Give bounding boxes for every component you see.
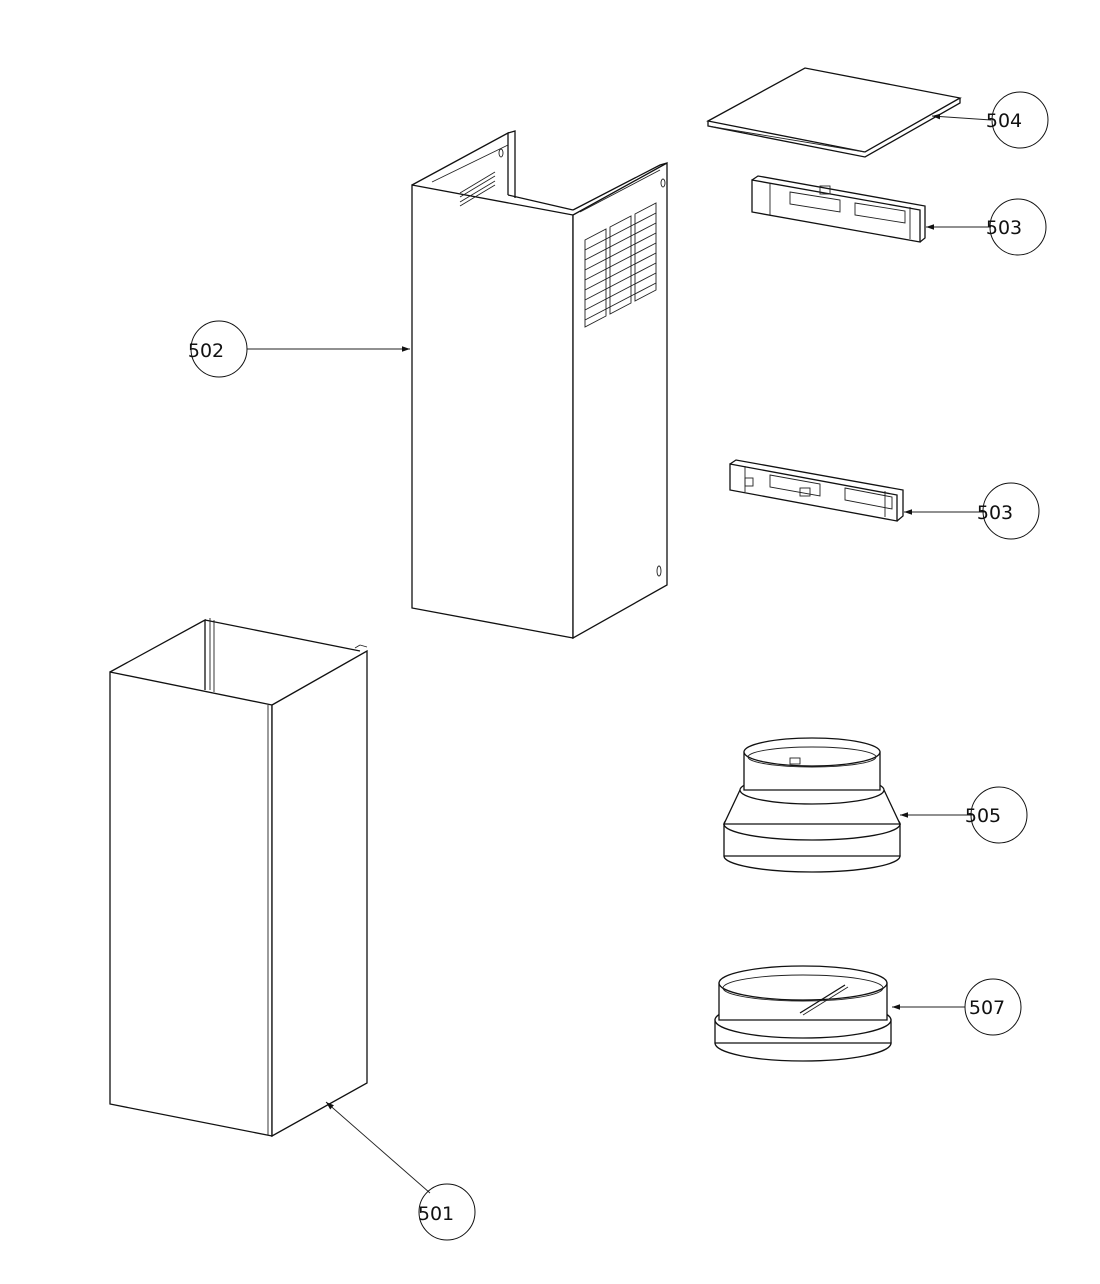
- part-502-upper-chimney: [411, 130, 668, 640]
- side-vent-grid: [584, 202, 657, 328]
- callout-501: 501: [325, 1101, 476, 1241]
- callout-label-503-lower: 503: [977, 502, 1013, 524]
- callout-504: 504: [931, 91, 1049, 149]
- part-503-lower-bracket: [729, 459, 904, 522]
- part-503-upper-bracket: [751, 175, 926, 243]
- callout-label-504: 504: [986, 110, 1022, 132]
- callout-label-501: 501: [418, 1203, 454, 1225]
- callout-label-507: 507: [969, 997, 1005, 1019]
- part-501-lower-chimney: [109, 618, 368, 1138]
- part-505-reducer-collar: [722, 737, 902, 873]
- part-507-backdraft-ring: [714, 965, 892, 1062]
- callout-503-lower: 503: [904, 482, 1040, 540]
- callout-502: 502: [188, 320, 410, 378]
- part-504-top-plate: [706, 67, 962, 158]
- callout-label-503-upper: 503: [986, 217, 1022, 239]
- callout-505: 505: [900, 786, 1028, 844]
- callout-label-502: 502: [188, 340, 224, 362]
- callout-503-upper: 503: [926, 198, 1047, 256]
- callout-label-505: 505: [965, 805, 1001, 827]
- inner-vent-slots: [459, 171, 496, 207]
- callout-507: 507: [892, 978, 1022, 1036]
